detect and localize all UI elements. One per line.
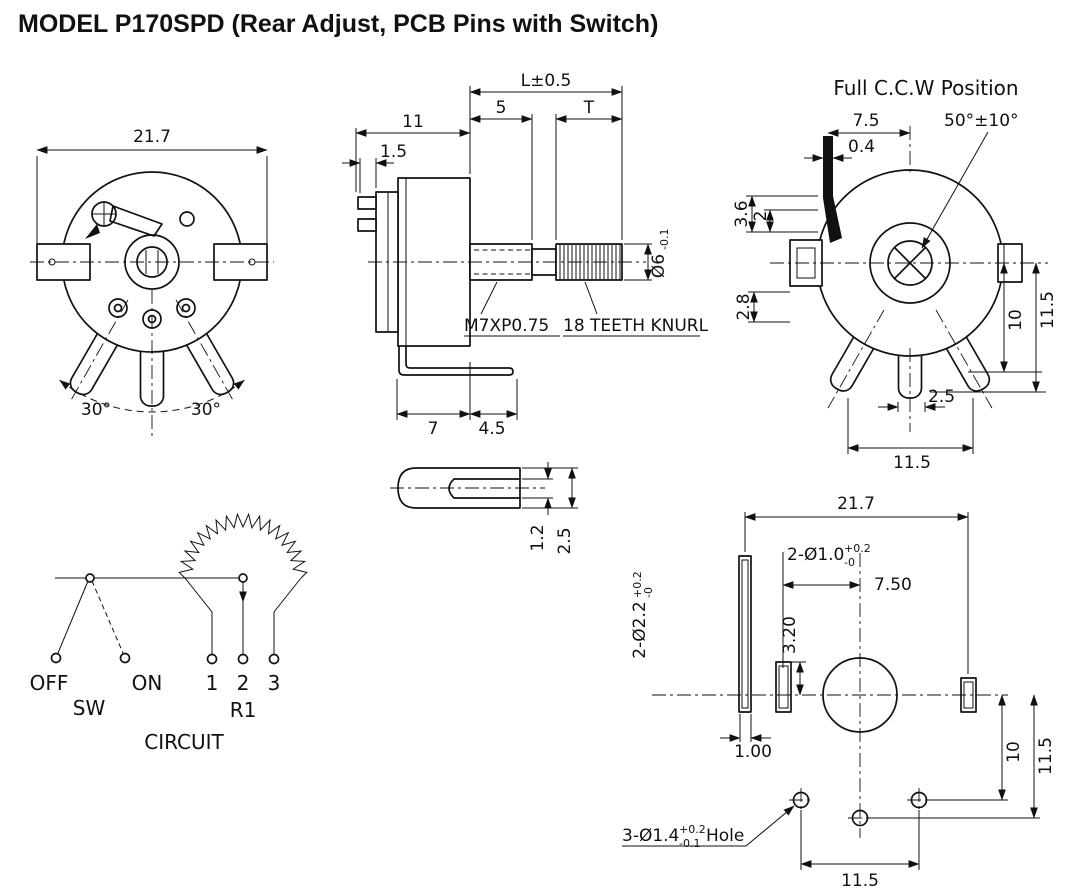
front-angle-arc xyxy=(59,379,245,413)
front-angle-left-label: 30° xyxy=(81,400,111,420)
circuit-switch-solid xyxy=(57,580,89,654)
side-geometry xyxy=(357,177,646,376)
rear-dim-3-6-label: 3.6 xyxy=(732,200,752,227)
rear-leg-span-label: 11.5 xyxy=(893,453,931,473)
pcb-3-20-label: 3.20 xyxy=(780,616,800,654)
side-thread-label: M7XP0.75 xyxy=(464,316,549,336)
circuit-resistor xyxy=(178,512,308,579)
rear-view: Full C.C.W Position 50°±10° 7.5 0.4 3.6 … xyxy=(732,76,1058,473)
front-view: 21.7 30° 30° xyxy=(30,127,274,438)
rear-dim-2-8-label: 2.8 xyxy=(734,293,754,320)
side-shaft-dia-label: Ø6 xyxy=(649,254,669,278)
pcb-width-label: 21.7 xyxy=(837,494,875,514)
circuit-caption: CIRCUIT xyxy=(144,730,224,754)
pcb-geometry xyxy=(738,555,977,827)
side-switch-tab-1 xyxy=(357,196,377,210)
pcb-11-5-bottom-label: 11.5 xyxy=(841,871,879,891)
rear-dimensions: Full C.C.W Position 50°±10° 7.5 0.4 3.6 … xyxy=(732,76,1058,473)
pcb-11-5-right-label: 11.5 xyxy=(1036,737,1056,775)
side-shaft-length-label: L±0.5 xyxy=(521,71,572,91)
pcb-pad-left xyxy=(775,661,792,713)
pcb-mount-holes-sub: -0.1 xyxy=(679,837,700,850)
circuit-on-label: ON xyxy=(132,671,163,695)
pcb-mount-holes-suffix: Hole xyxy=(706,826,744,846)
circuit-nodes xyxy=(50,573,280,665)
rear-rotation-label: 50°±10° xyxy=(944,111,1019,131)
pcb-small-holes-sup: +0.2 xyxy=(844,542,871,555)
pcb-1-00-label: 1.00 xyxy=(734,742,772,762)
rear-adjust-slot-cross xyxy=(893,246,927,280)
shaft-slot-detail: 1.2 2.5 xyxy=(390,462,578,555)
side-body xyxy=(397,177,471,347)
pcb-mount-holes-sup: +0.2 xyxy=(679,823,706,836)
side-pcb-pin xyxy=(398,345,514,376)
page-title: MODEL P170SPD (Rear Adjust, PCB Pins wit… xyxy=(18,10,658,38)
side-pin-tip-label: 4.5 xyxy=(478,419,505,439)
pcb-10-label: 10 xyxy=(1004,741,1024,763)
circuit-terminal-3-label: 3 xyxy=(268,671,281,695)
side-bushing-length-label: 5 xyxy=(496,98,507,118)
pcb-lever-slot xyxy=(738,555,752,713)
rear-geometry xyxy=(770,126,1048,432)
slot-depth-label: 2.5 xyxy=(555,527,575,554)
side-body-length-label: 11 xyxy=(402,112,424,132)
pcb-slot-holes-sub: -0 xyxy=(642,587,655,598)
side-tab-label: 1.5 xyxy=(380,142,407,162)
circuit-terminal-2-label: 2 xyxy=(237,671,250,695)
front-dimensions: 21.7 30° 30° xyxy=(36,127,268,420)
pcb-slot-holes-sup: +0.2 xyxy=(631,571,644,598)
pcb-dimensions: 21.7 2-Ø1.0 +0.2 -0 7.50 2-Ø2.2 +0.2 -0 … xyxy=(622,494,1056,891)
pcb-slot-holes-label: 2-Ø2.2 xyxy=(630,601,650,658)
side-view: 11 1.5 5 L±0.5 T Ø6 -0.1 M7XP0.75 18 TEE… xyxy=(342,71,709,439)
rear-dim-10-label: 10 xyxy=(1006,309,1026,331)
side-shaft-dia-tol-label: -0.1 xyxy=(658,229,671,250)
slot-detail-slot xyxy=(448,478,521,499)
rear-dim-2-label: 2 xyxy=(751,211,771,222)
front-switch-lever-tip xyxy=(85,224,100,239)
front-angle-right-label: 30° xyxy=(191,400,221,420)
slot-detail-dimensions: 1.2 2.5 xyxy=(522,462,578,555)
rear-switch-lever xyxy=(823,136,842,243)
front-pilot-hole xyxy=(179,211,195,227)
pcb-bushing-hole xyxy=(822,657,898,733)
rear-lever-width-label: 0.4 xyxy=(848,137,875,157)
side-knurl-spec-label: 18 TEETH KNURL xyxy=(563,316,709,336)
pcb-7-50-label: 7.50 xyxy=(874,575,912,595)
pcb-small-holes-label: 2-Ø1.0 xyxy=(787,545,844,565)
pcb-small-holes-sub: -0 xyxy=(844,556,855,569)
slot-width-label: 1.2 xyxy=(528,524,548,551)
front-width-label: 21.7 xyxy=(133,127,171,147)
circuit-r1-label: R1 xyxy=(230,698,257,722)
circuit-off-label: OFF xyxy=(30,671,69,695)
pcb-centerlines xyxy=(652,553,1008,838)
side-pin-run-label: 7 xyxy=(428,419,439,439)
front-switch-lever-arm xyxy=(109,205,163,237)
front-geometry xyxy=(30,171,274,438)
circuit-sw-label: SW xyxy=(73,696,106,720)
rear-caption: Full C.C.W Position xyxy=(833,76,1018,100)
circuit-diagram: OFF ON SW 1 2 3 R1 CIRCUIT xyxy=(30,512,308,754)
rear-pin-width-label: 2.5 xyxy=(928,387,955,407)
side-switch-tab-2 xyxy=(357,218,377,232)
rear-dim-11-5-right-label: 11.5 xyxy=(1038,291,1058,329)
side-dimensions: 11 1.5 5 L±0.5 T Ø6 -0.1 M7XP0.75 18 TEE… xyxy=(342,71,709,439)
pcb-layout: 21.7 2-Ø1.0 +0.2 -0 7.50 2-Ø2.2 +0.2 -0 … xyxy=(622,494,1056,891)
circuit-terminal-1-label: 1 xyxy=(206,671,219,695)
rear-centerlines xyxy=(770,126,1048,432)
rear-lever-offset-label: 7.5 xyxy=(852,111,879,131)
pcb-mount-holes-label: 3-Ø1.4 xyxy=(622,826,679,846)
side-knurl-length-label: T xyxy=(583,98,595,118)
pcb-pad-right xyxy=(960,677,977,713)
circuit-switch-dashed xyxy=(91,580,124,654)
